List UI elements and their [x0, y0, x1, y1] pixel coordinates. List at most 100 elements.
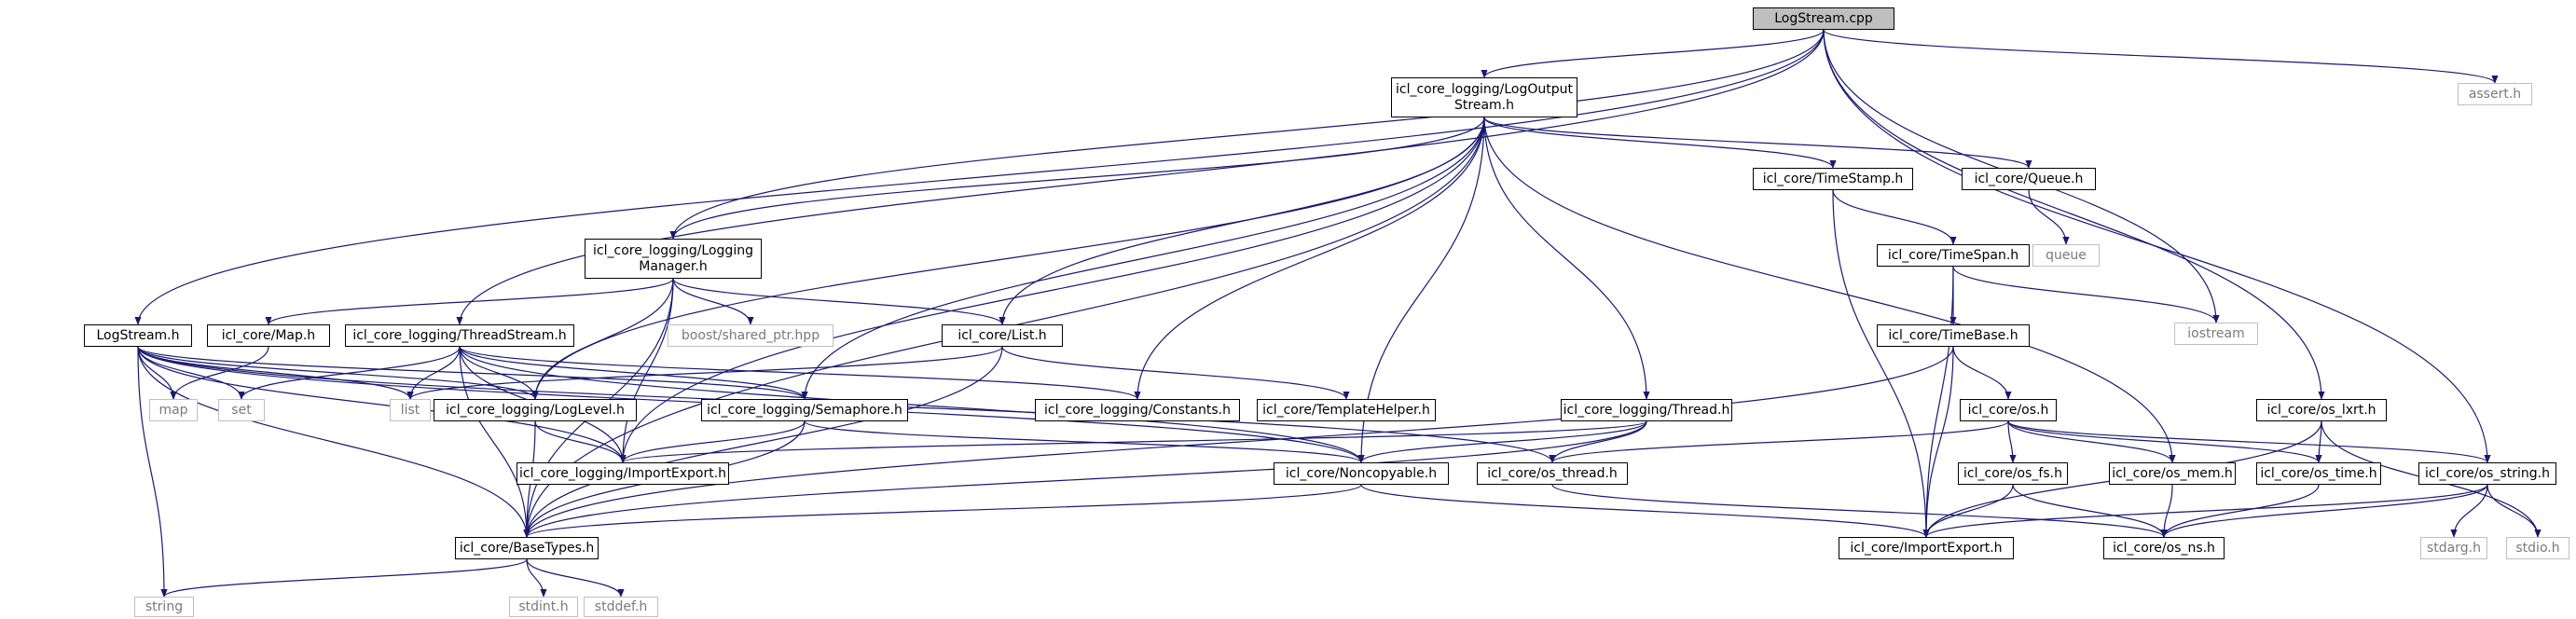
- node-loglevel-h[interactable]: icl_core_logging/LogLevel.h: [434, 399, 637, 421]
- edge-logstream-cpp-to-logstream-h: [134, 29, 1825, 325]
- edge-os-fs-h-to-os-ns-h: [2012, 484, 2168, 538]
- node-importexport-core[interactable]: icl_core/ImportExport.h: [1839, 537, 2014, 559]
- edge-timebase-h-to-importexport-core: [1922, 346, 1954, 538]
- node-os-ns-h[interactable]: icl_core/os_ns.h: [2103, 537, 2225, 559]
- node-loggingmanager-h[interactable]: icl_core_logging/Logging Manager.h: [585, 239, 762, 279]
- node-stddef-h[interactable]: stddef.h: [584, 597, 658, 617]
- node-semaphore-h[interactable]: icl_core_logging/Semaphore.h: [701, 399, 908, 421]
- edge-threadstream-h-to-basetypes-h: [459, 346, 530, 538]
- node-label: icl_core/TimeStamp.h: [1762, 171, 1904, 186]
- node-importexport-logging[interactable]: icl_core_logging/ImportExport.h: [517, 462, 729, 485]
- node-label: Stream.h: [1454, 97, 1514, 113]
- edge-os-thread-h-to-os-ns-h: [1551, 484, 2168, 538]
- node-iostream[interactable]: iostream: [2174, 323, 2258, 345]
- node-label: icl_core_logging/LogLevel.h: [446, 402, 625, 418]
- node-logstream-h[interactable]: LogStream.h: [84, 324, 192, 347]
- edge-os-string-h-to-importexport-core: [1922, 484, 2488, 538]
- edge-loggingmanager-h-to-list-h: [672, 278, 1006, 325]
- node-label: icl_core/os_string.h: [2425, 465, 2550, 481]
- edge-timebase-h-to-basetypes-h: [523, 346, 1954, 538]
- node-set[interactable]: set: [218, 399, 265, 421]
- node-templatehelper-h[interactable]: icl_core/TemplateHelper.h: [1257, 399, 1436, 421]
- node-label: queue: [2046, 247, 2087, 263]
- node-label: icl_core_logging/Thread.h: [1563, 402, 1730, 418]
- node-label: icl_core_logging/Semaphore.h: [707, 402, 902, 418]
- node-stdio-h-visible[interactable]: stdio.h: [2506, 537, 2569, 559]
- edge-logstream-h-to-basetypes-h: [137, 346, 530, 538]
- node-label: stdarg.h: [2427, 540, 2481, 556]
- node-queue-h[interactable]: icl_core/Queue.h: [1962, 168, 2096, 190]
- node-label: stdio.h: [2515, 540, 2560, 556]
- edge-timebase-h-to-os-h: [1952, 346, 2012, 400]
- node-map-h[interactable]: icl_core/Map.h: [207, 324, 330, 347]
- edge-logstream-cpp-to-assert-h: [1823, 29, 2499, 84]
- node-assert-h[interactable]: assert.h: [2458, 83, 2532, 105]
- edge-os-string-h-to-os-ns-h: [2160, 484, 2488, 538]
- edge-thread-h-to-noncopyable-h: [1357, 420, 1647, 463]
- node-os-time-h[interactable]: icl_core/os_time.h: [2256, 462, 2381, 485]
- edge-logoutputstream-h-to-semaphore-h: [801, 117, 1485, 400]
- node-os-fs-h[interactable]: icl_core/os_fs.h: [1958, 462, 2068, 485]
- edge-semaphore-h-to-noncopyable-h: [804, 420, 1365, 463]
- node-os-mem-h[interactable]: icl_core/os_mem.h: [2109, 462, 2236, 485]
- node-label: icl_core/Noncopyable.h: [1285, 465, 1438, 481]
- edge-timestamp-h-to-timespan-h: [1832, 189, 1957, 245]
- edge-threadstream-h-to-loglevel-h: [459, 346, 539, 400]
- node-label: icl_core/os_thread.h: [1487, 465, 1618, 481]
- node-label: Manager.h: [639, 258, 708, 274]
- node-timebase-h[interactable]: icl_core/TimeBase.h: [1877, 324, 2030, 347]
- node-label: icl_core/TimeSpan.h: [1887, 247, 2019, 263]
- edge-threadstream-h-to-noncopyable-h: [459, 346, 1365, 463]
- node-threadstream-h[interactable]: icl_core_logging/ThreadStream.h: [345, 324, 574, 347]
- node-logstream-cpp[interactable]: LogStream.cpp: [1753, 7, 1894, 30]
- node-label: iostream: [2187, 325, 2245, 341]
- node-label: icl_core/TimeBase.h: [1888, 327, 2018, 343]
- node-label: icl_core_logging/Logging: [593, 242, 753, 258]
- node-label: icl_core_logging/ImportExport.h: [519, 465, 727, 481]
- node-timestamp-h[interactable]: icl_core/TimeStamp.h: [1753, 168, 1913, 190]
- node-label: icl_core/os_fs.h: [1963, 465, 2062, 481]
- edge-list-h-to-basetypes-h: [523, 346, 1003, 538]
- edge-os-h-to-os-thread-h: [1549, 420, 2009, 463]
- edge-os-string-h-to-stdarg-h: [2450, 484, 2488, 538]
- node-label: stdint.h: [518, 598, 569, 614]
- node-os-string-h[interactable]: icl_core/os_string.h: [2418, 462, 2556, 485]
- node-label: icl_core_logging/LogOutput: [1395, 81, 1574, 97]
- node-constants-h[interactable]: icl_core_logging/Constants.h: [1035, 399, 1240, 421]
- node-label: icl_core/os_mem.h: [2112, 465, 2233, 481]
- node-label: set: [231, 402, 252, 418]
- node-thread-h[interactable]: icl_core_logging/Thread.h: [1561, 399, 1732, 421]
- node-basetypes-h[interactable]: icl_core/BaseTypes.h: [455, 537, 599, 559]
- edge-threadstream-h-to-constants-h: [459, 346, 1141, 400]
- edge-logstream-cpp-to-logoutputstream-h: [1481, 29, 1825, 78]
- edge-thread-h-to-importexport-logging: [619, 420, 1647, 463]
- edge-logoutputstream-h-to-loggingmanager-h: [669, 117, 1485, 240]
- node-label: list: [400, 402, 420, 418]
- node-label: map: [158, 402, 188, 418]
- node-list-h[interactable]: icl_core/List.h: [942, 324, 1063, 347]
- node-stdint-h[interactable]: stdint.h: [509, 597, 578, 617]
- edge-map-h-to-map: [170, 346, 269, 400]
- node-logoutputstream-h[interactable]: icl_core_logging/LogOutput Stream.h: [1391, 77, 1577, 117]
- edge-queue-h-to-queue: [2028, 189, 2070, 245]
- node-string[interactable]: string: [134, 597, 194, 617]
- edge-os-h-to-os-string-h: [2007, 420, 2491, 463]
- node-os-thread-h[interactable]: icl_core/os_thread.h: [1477, 462, 1628, 485]
- node-map[interactable]: map: [149, 399, 198, 421]
- node-timespan-h[interactable]: icl_core/TimeSpan.h: [1877, 244, 2030, 267]
- node-boost-shared-ptr[interactable]: boost/shared_ptr.hpp: [668, 324, 833, 347]
- node-stdarg-h[interactable]: stdarg.h: [2420, 537, 2487, 559]
- edge-basetypes-h-to-stddef-h: [526, 558, 625, 598]
- node-os-h[interactable]: icl_core/os.h: [1960, 399, 2057, 421]
- node-label: icl_core/os_lxrt.h: [2266, 402, 2376, 418]
- node-noncopyable-h[interactable]: icl_core/Noncopyable.h: [1274, 462, 1449, 485]
- edge-os-time-h-to-os-ns-h: [2160, 484, 2320, 538]
- edge-logstream-cpp-to-loggingmanager-h: [669, 29, 1825, 240]
- edge-os-h-to-os-fs-h: [2007, 420, 2017, 463]
- node-label: icl_core_logging/Constants.h: [1044, 402, 1231, 418]
- node-queue[interactable]: queue: [2032, 244, 2100, 267]
- edge-logstream-h-to-importexport-logging: [137, 346, 627, 463]
- node-os-lxrt-h[interactable]: icl_core/os_lxrt.h: [2256, 399, 2387, 421]
- edge-basetypes-h-to-string: [160, 558, 528, 598]
- node-list[interactable]: list: [390, 399, 431, 421]
